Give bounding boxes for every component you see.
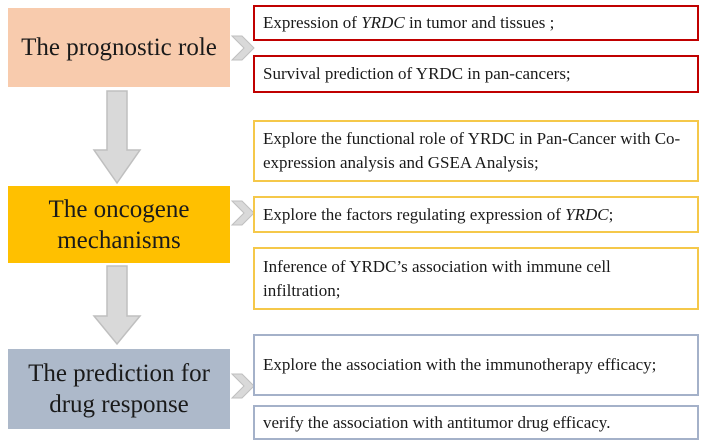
item-immunotherapy-efficacy: Explore the association with the immunot… [253, 334, 699, 396]
stage-oncogene-mechanisms: The oncogene mechanisms [8, 186, 230, 263]
item-text-prefix: Explore the factors regulating expressio… [263, 204, 566, 224]
item-immune-infiltration: Inference of YRDC’s association with imm… [253, 247, 699, 310]
item-text: Survival prediction of YRDC in pan-cance… [263, 64, 571, 83]
stage-drug-response: The prediction for drug response [8, 349, 230, 429]
gene-name: YRDC [565, 204, 609, 224]
item-text-suffix: in tumor and tissues ; [404, 13, 555, 32]
item-regulating-factors: Explore the factors regulating expressio… [253, 196, 699, 233]
item-survival-prediction: Survival prediction of YRDC in pan-cance… [253, 55, 699, 93]
gene-name: YRDC [361, 13, 405, 32]
item-text-suffix: ; [608, 204, 614, 224]
item-antitumor-drug-efficacy: verify the association with antitumor dr… [253, 405, 699, 440]
stage-prognostic-role: The prognostic role [8, 8, 230, 87]
chevron-right-3 [230, 373, 255, 399]
item-text: Inference of YRDC’s association with imm… [263, 256, 611, 300]
chevron-right-2 [230, 200, 255, 226]
stage-label: The prognostic role [21, 34, 217, 61]
item-text-prefix: Expression of [263, 13, 362, 32]
item-text: verify the association with antitumor dr… [263, 412, 611, 432]
stage-label: The prediction for drug response [28, 360, 210, 418]
stage-label: The oncogene mechanisms [48, 195, 190, 254]
item-text: Explore the functional role of YRDC in P… [263, 129, 681, 172]
item-functional-role: Explore the functional role of YRDC in P… [253, 120, 699, 182]
chevron-right-1 [230, 35, 255, 61]
item-text: Explore the association with the immunot… [263, 355, 657, 374]
down-arrow-2 [92, 265, 142, 346]
item-expression: Expression of YRDC in tumor and tissues … [253, 5, 699, 41]
down-arrow-1 [92, 90, 142, 185]
